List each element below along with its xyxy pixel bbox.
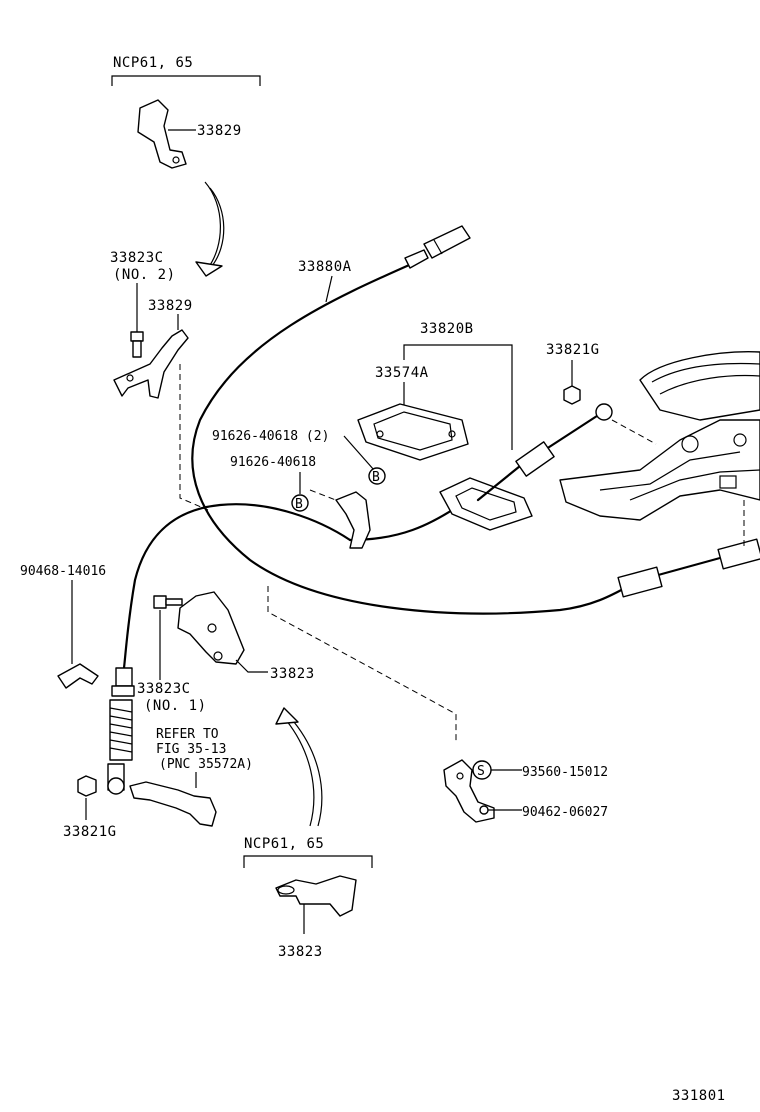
- label-90468: 90468-14016: [20, 564, 106, 579]
- bracket-33823-bot-icon: [275, 875, 357, 917]
- shift-cable: [122, 503, 352, 670]
- label-33821G-bot: 33821G: [63, 824, 117, 840]
- label-33823C-no2: 33823C: [110, 250, 164, 266]
- marker-b2-icon: [291, 494, 309, 512]
- ncp-top-group: NCP61, 65 33829: [111, 55, 261, 169]
- marker-b2: B: [295, 497, 303, 512]
- bracket-33829-mid-icon: [113, 329, 189, 399]
- refer-line2: FIG 35-13: [156, 742, 226, 757]
- label-no1: (NO. 1): [144, 698, 207, 714]
- label-91626-2: 91626-40618 (2): [212, 429, 329, 444]
- label-33574A: 33574A: [375, 365, 429, 381]
- clip-90468-icon: [57, 663, 99, 689]
- label-33823C-no1: 33823C: [137, 681, 191, 697]
- bracket-33823-mid-icon: [177, 591, 245, 665]
- refer-line1: REFER TO: [156, 727, 219, 742]
- ncp-top-label: NCP61, 65: [113, 55, 193, 71]
- arrow-down-icon: [195, 181, 225, 277]
- label-no2: (NO. 2): [113, 267, 176, 283]
- shift-lever-assembly-icon: [559, 351, 760, 548]
- boot-plate-33820B-icon: [439, 477, 533, 531]
- label-33829-top: 33829: [197, 123, 242, 139]
- cable-end-right-icon: [617, 538, 760, 598]
- cable-end-left-icon: [107, 667, 135, 795]
- label-33829-mid: 33829: [148, 298, 193, 314]
- ncp-bot-label: NCP61, 65: [244, 836, 324, 852]
- marker-s: S: [477, 764, 485, 779]
- nut-33821G-bot-icon: [77, 775, 97, 797]
- cable-end-33880A-icon: [404, 249, 429, 269]
- bolt-no1-icon: [153, 595, 183, 609]
- marker-b1-icon: [368, 467, 386, 485]
- cable-33880A: [191, 260, 642, 615]
- refer-line3: (PNC 35572A): [159, 757, 253, 772]
- label-33823-mid: 33823: [270, 666, 315, 682]
- nut-33821G-top-icon: [563, 385, 581, 405]
- figure-id: 331801: [672, 1088, 726, 1104]
- cable-clamp-icon: [335, 491, 371, 549]
- bolt-no2-icon: [130, 331, 144, 358]
- bracket-33829-top-icon: [137, 99, 187, 169]
- label-93560: 93560-15012: [522, 765, 608, 780]
- gasket-33574A-icon: [357, 403, 469, 461]
- arrow-up-icon: [275, 707, 323, 827]
- label-33821G-top: 33821G: [546, 342, 600, 358]
- marker-b1: B: [372, 470, 380, 485]
- label-33880A: 33880A: [298, 259, 352, 275]
- shift-lever-link-icon: [129, 781, 217, 827]
- label-90462: 90462-06027: [522, 805, 608, 820]
- label-33823-bot: 33823: [278, 944, 323, 960]
- label-91626: 91626-40618: [230, 455, 316, 470]
- label-33820B: 33820B: [420, 321, 474, 337]
